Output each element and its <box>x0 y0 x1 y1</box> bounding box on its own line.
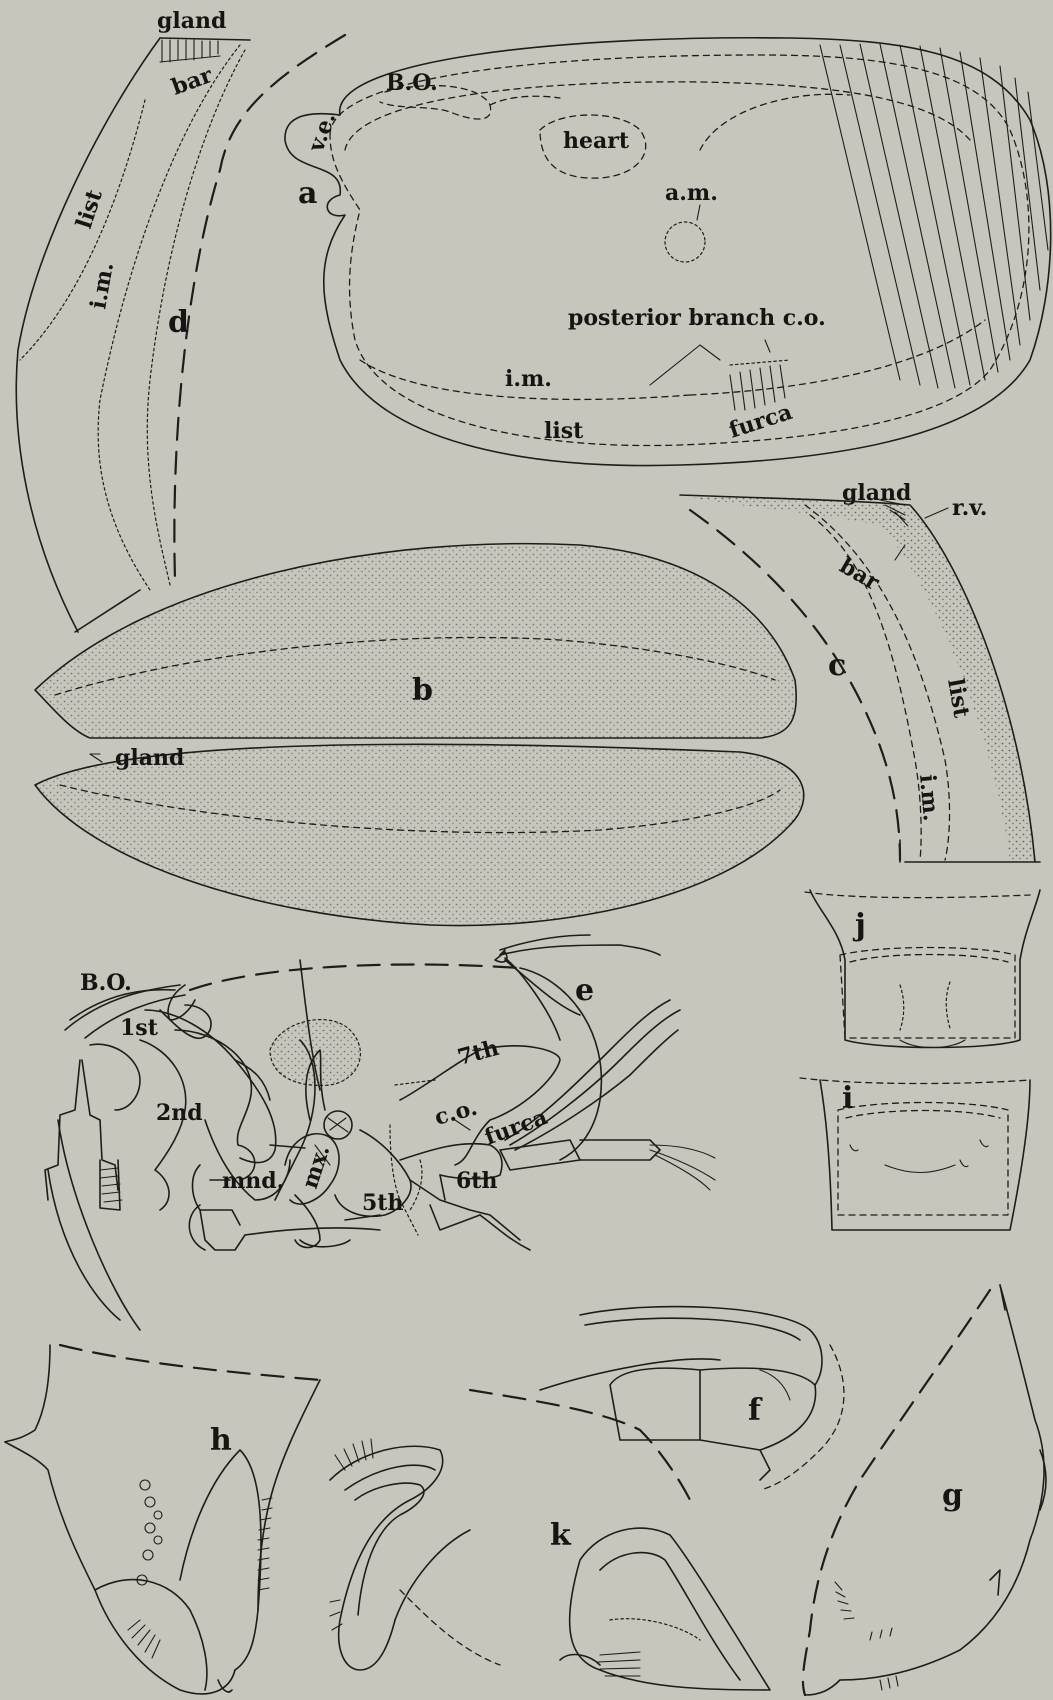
label-rv: r.v. <box>952 495 987 521</box>
panel-letter-b: b <box>412 673 433 708</box>
panel-h-appendage: h <box>5 1345 320 1694</box>
panel-letter-f: f <box>748 1393 763 1428</box>
panel-k-appendage: k <box>330 1390 770 1690</box>
panel-letter-g: g <box>942 1478 963 1513</box>
panel-j-furca: j <box>805 890 1040 1048</box>
panel-letter-k: k <box>550 1518 572 1553</box>
panel-letter-a: a <box>298 176 317 211</box>
label-furca-a: furca <box>726 399 796 444</box>
panel-g-appendage: g <box>803 1285 1046 1695</box>
panel-f-appendage: f <box>540 1307 844 1490</box>
label-bar-d: bar <box>168 62 216 101</box>
label-6th: 6th <box>456 1168 497 1194</box>
label-list-d: list <box>71 186 108 232</box>
label-posterior-branch-co: posterior branch c.o. <box>568 305 826 331</box>
label-bo-a: B.O. <box>386 70 438 96</box>
label-ve: v.e. <box>303 109 341 156</box>
label-list-c: list <box>942 677 975 721</box>
panel-d-anterior-margin: gland bar list i.m. d <box>16 8 345 632</box>
panel-letter-c: c <box>828 648 846 683</box>
panel-letter-i: i <box>842 1081 853 1116</box>
panel-letter-e: e <box>575 973 594 1008</box>
label-bo-e: B.O. <box>80 970 132 996</box>
label-5th: 5th <box>362 1190 403 1216</box>
label-1st: 1st <box>120 1015 159 1041</box>
label-list-a: list <box>544 418 584 444</box>
label-7th: 7th <box>455 1035 502 1071</box>
panel-i-furca: i <box>800 1078 1030 1230</box>
label-im-a: i.m. <box>505 366 552 392</box>
label-heart: heart <box>563 128 630 154</box>
label-bar-c: bar <box>835 553 884 596</box>
panel-b-dorsal-valves: gland b <box>35 544 804 926</box>
panel-a-carapace: B.O. v.e. heart a.m. posterior branch c.… <box>285 38 1051 466</box>
label-am: a.m. <box>665 180 718 206</box>
panel-letter-h: h <box>210 1423 232 1458</box>
label-im-c: i.m. <box>914 773 944 822</box>
panel-e-animal: B.O. 1st 2nd mnd. mx. 5th 6th 7th c.o. f… <box>45 935 715 1330</box>
label-2nd: 2nd <box>156 1100 203 1126</box>
panel-letter-j: j <box>852 908 866 943</box>
panel-letter-d: d <box>168 305 189 340</box>
label-im-d: i.m. <box>85 260 119 311</box>
label-gland-c: gland <box>842 480 911 506</box>
label-co: c.o. <box>432 1095 480 1131</box>
label-gland-b: gland <box>115 745 184 771</box>
label-mnd: mnd. <box>222 1168 284 1194</box>
label-gland-d: gland <box>157 8 226 34</box>
